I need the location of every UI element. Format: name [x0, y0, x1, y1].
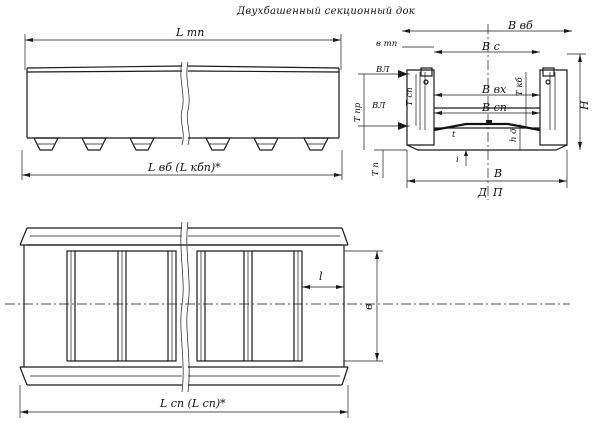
arrow-right-icon — [564, 29, 572, 33]
keel-line — [433, 122, 541, 132]
tower-right-inner — [549, 72, 556, 130]
arrow-left-icon — [302, 285, 310, 289]
label-i: i — [456, 155, 459, 165]
arrow-right-icon — [532, 93, 540, 97]
label-h: H — [578, 100, 591, 111]
arrow-left-icon — [22, 173, 30, 177]
arrow-left-icon — [402, 29, 410, 33]
tower-right — [539, 69, 568, 146]
cross-section: B вб в тп B с ВЛ B вх B сп ВЛ T сп T кб … — [353, 19, 591, 200]
arrow-right-icon — [340, 410, 348, 414]
arrow-left-icon — [25, 38, 33, 42]
tower-left-inner — [419, 72, 426, 130]
label-vl-top: ВЛ — [375, 65, 390, 75]
arrow-right-icon — [532, 50, 540, 54]
arrow-left-icon — [434, 111, 442, 115]
pontoon-bottom — [406, 144, 568, 151]
arrow-icon — [398, 122, 408, 130]
keel-block-icon — [486, 120, 492, 124]
arrow-up-icon — [375, 251, 379, 259]
drawing-title: Двухбашенный секционный док — [236, 6, 415, 17]
label-b-c: B с — [481, 40, 500, 53]
label-l-tp: L тп — [175, 26, 204, 39]
label-l: l — [319, 270, 323, 283]
label-t-p: T п — [371, 162, 381, 176]
label-l-vb: L вб (L кбп)* — [147, 161, 221, 174]
break-line — [186, 61, 190, 146]
label-b-vx: B вх — [481, 83, 507, 96]
bottom-strip-ends — [19, 366, 349, 386]
arrow-left-icon — [434, 50, 442, 54]
label-t-sp: T сп — [405, 87, 415, 106]
plan-break-line — [186, 221, 190, 393]
label-d: Д — [477, 186, 488, 199]
side-view: L тп L вб (L к — [21, 26, 343, 180]
arrow-up-icon — [578, 54, 582, 62]
tower-right-cap — [542, 67, 555, 77]
top-strip-ends — [19, 227, 349, 246]
tower-left — [406, 69, 435, 146]
break-line — [180, 61, 184, 146]
arrow-icon — [398, 70, 408, 78]
arrow-left-icon — [20, 410, 28, 414]
arrow-up-icon — [464, 150, 468, 156]
bollard-icon — [545, 79, 551, 85]
keel-blocks — [33, 137, 329, 151]
label-b-vb: B вб — [507, 19, 533, 32]
arrow-right-icon — [532, 111, 540, 115]
label-p: П — [492, 186, 503, 199]
arrow-right-icon — [334, 173, 342, 177]
plan-view: l в L сп (L сп)* — [5, 221, 570, 418]
label-vl-mid: ВЛ — [371, 101, 386, 111]
arrow-left-icon — [407, 179, 415, 183]
plan-break-line — [180, 221, 184, 393]
body-top-edge — [26, 65, 340, 69]
label-b-tp: в тп — [376, 39, 397, 49]
arrow-right-icon — [559, 179, 567, 183]
arrow-right-icon — [333, 38, 341, 42]
bollard-icon — [423, 79, 429, 85]
label-l-sp: L сп (L сп)* — [159, 397, 226, 410]
label-v: в — [362, 304, 375, 310]
arrow-left-icon — [434, 93, 442, 97]
label-h-d: h д — [509, 128, 519, 142]
label-t-kb: T кб — [514, 77, 525, 96]
arrow-right-icon — [336, 285, 344, 289]
label-b: B — [493, 167, 502, 180]
plan-frames — [66, 250, 303, 362]
arrow-down-icon — [375, 353, 379, 361]
label-b-sp: B сп — [481, 101, 507, 114]
arrow-down-icon — [578, 142, 582, 150]
label-t-pr: T пр — [353, 102, 363, 122]
tower-left-cap — [420, 67, 433, 77]
body-top-edge-inner — [26, 70, 340, 73]
label-t-small: t — [452, 130, 456, 140]
